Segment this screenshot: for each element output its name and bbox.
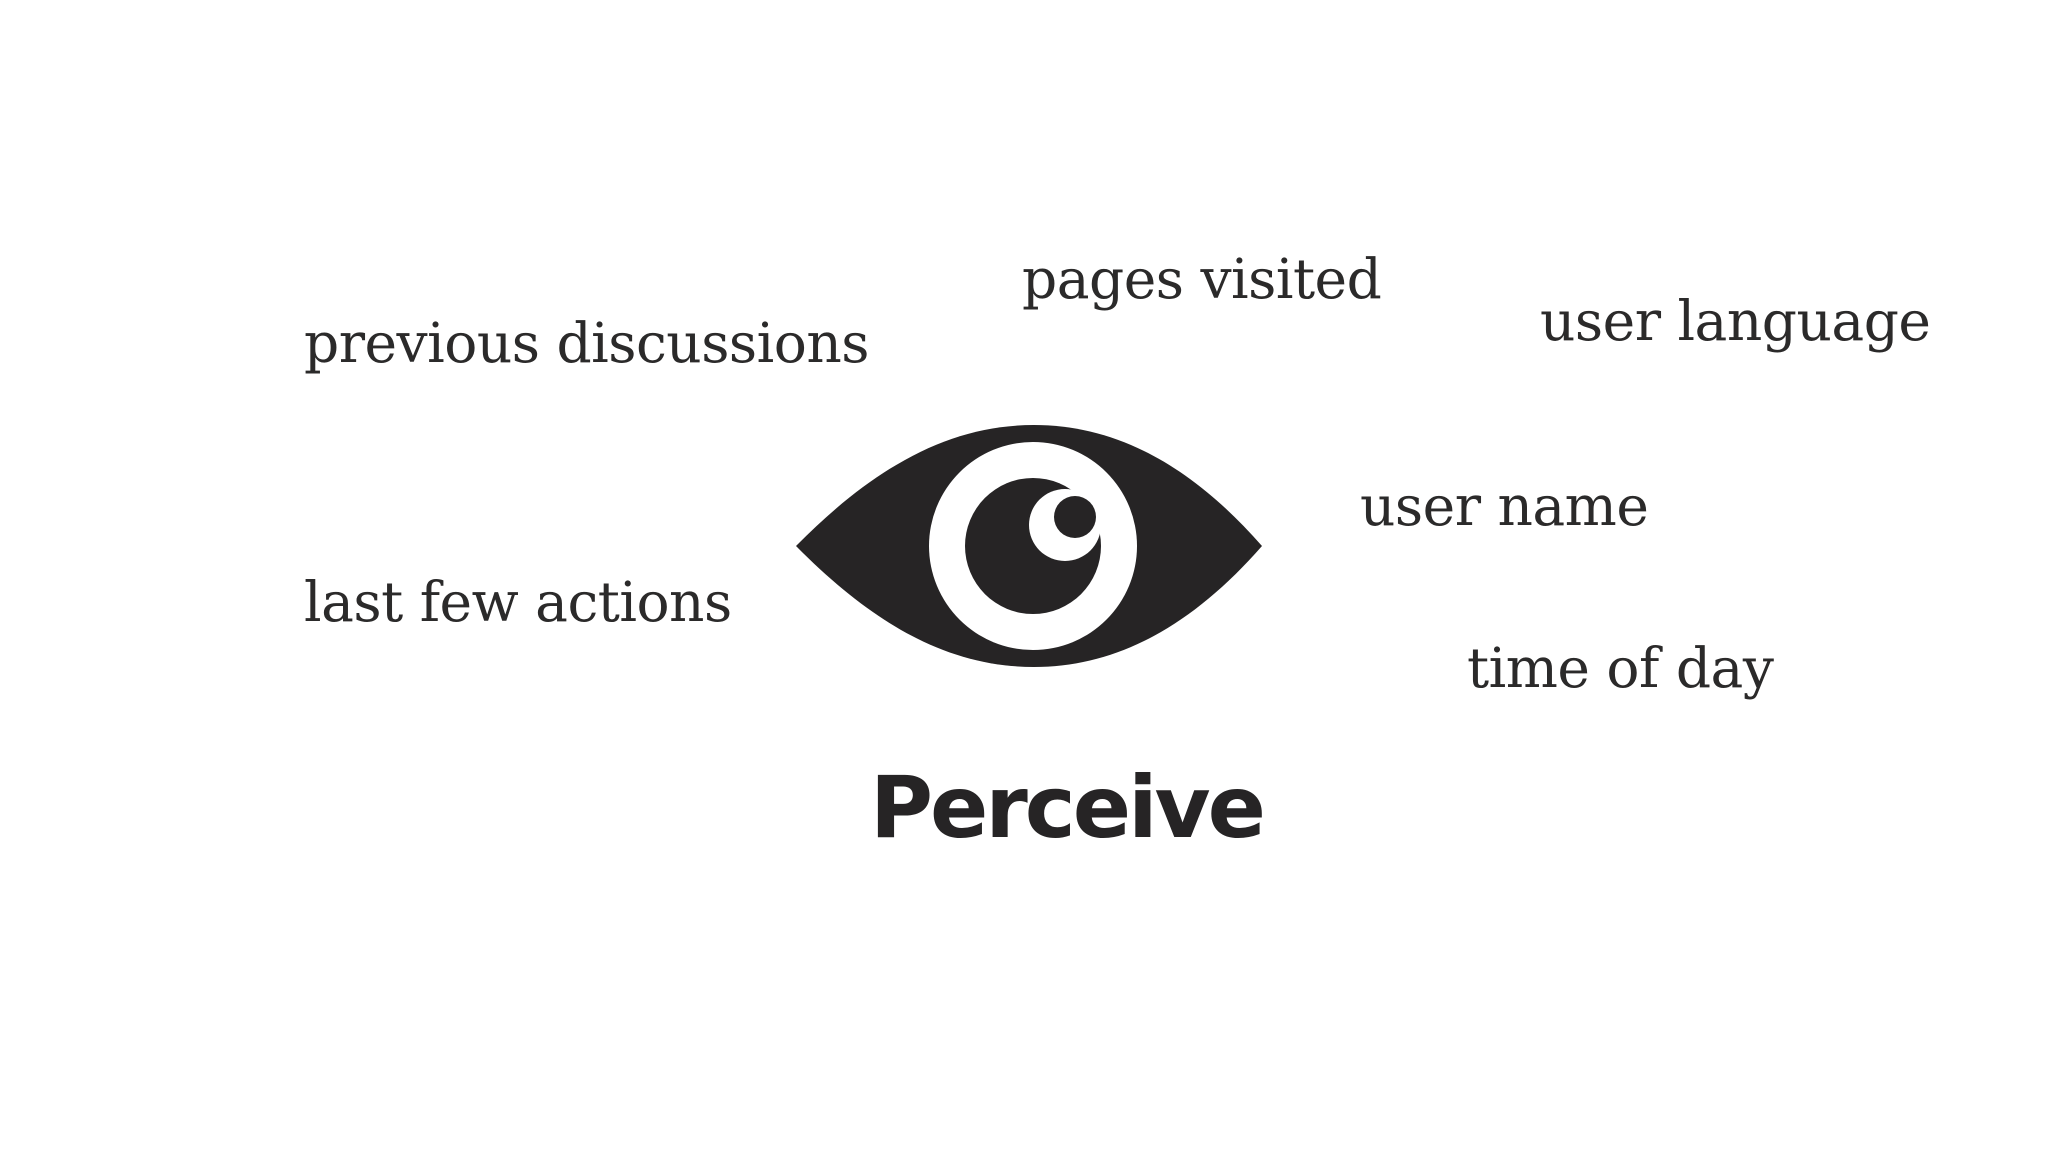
slide-title: Perceive (870, 758, 1266, 858)
term-user-language: user language (1540, 289, 1931, 353)
term-pages-visited: pages visited (1022, 247, 1382, 311)
eye-icon (796, 425, 1262, 667)
term-time-of-day: time of day (1467, 636, 1774, 700)
term-last-few-actions: last few actions (304, 570, 732, 634)
eye-highlight-cutout (1054, 496, 1096, 538)
term-previous-discussions: previous discussions (304, 311, 870, 375)
term-user-name: user name (1360, 474, 1649, 538)
